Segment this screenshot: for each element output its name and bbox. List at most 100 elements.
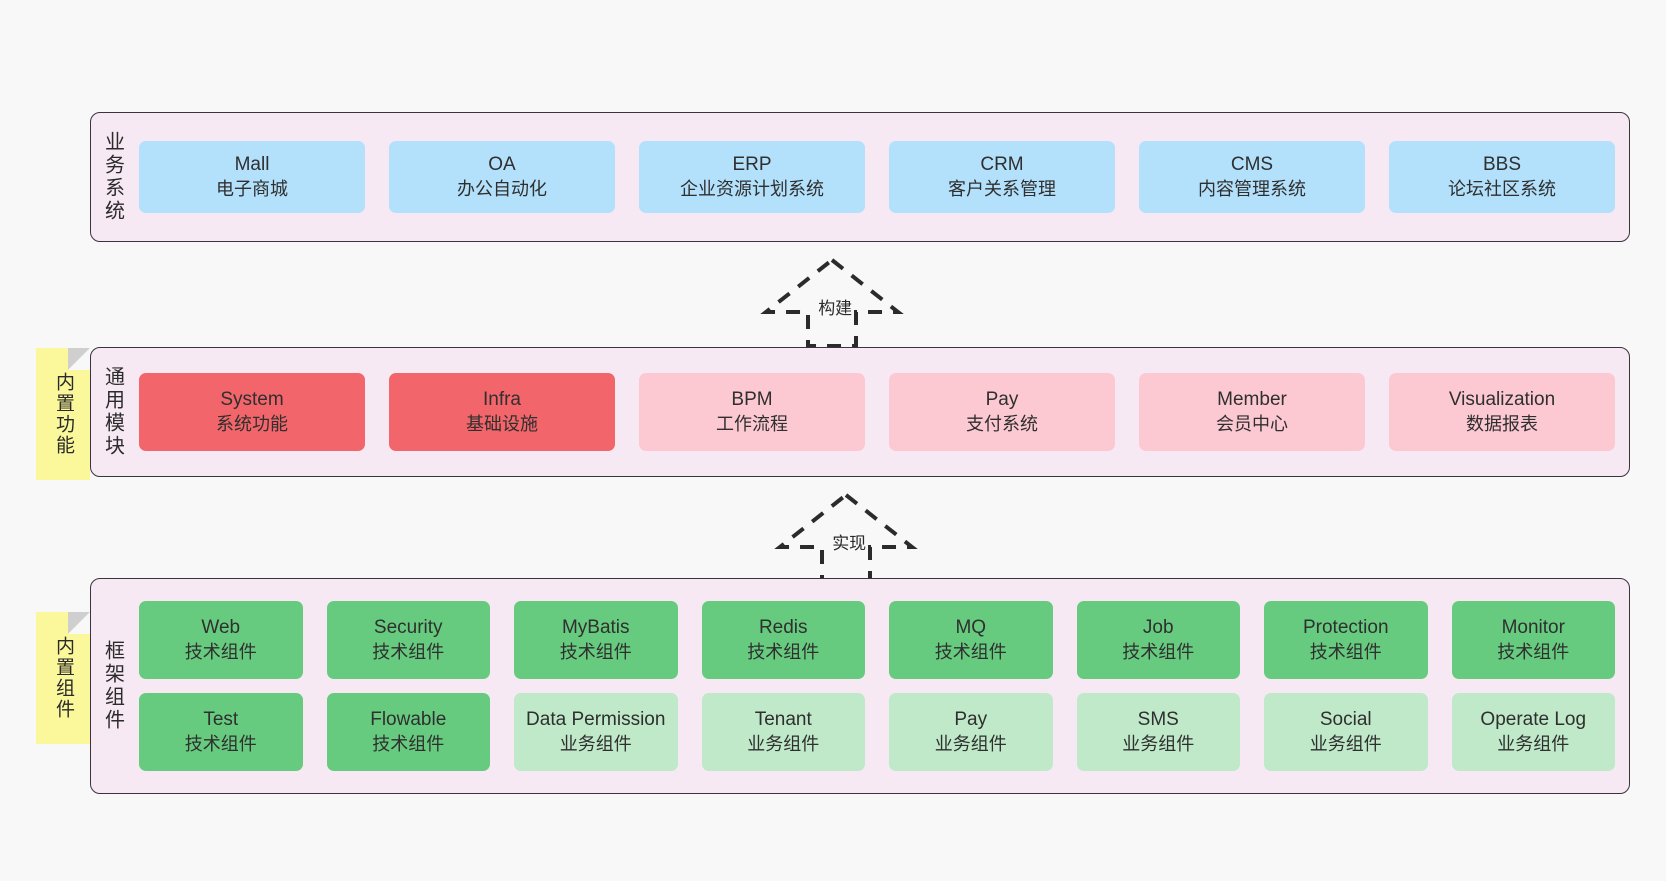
card-row: System 系统功能 Infra 基础设施 BPM 工作流程 Pay 支付系统…: [139, 373, 1615, 451]
card-mq[interactable]: MQ 技术组件: [889, 601, 1053, 679]
card-redis[interactable]: Redis 技术组件: [701, 601, 865, 679]
layer-business-systems: 业务系统 Mall 电子商城 OA 办公自动化 ERP 企业资源计划系统 CRM…: [90, 112, 1630, 242]
card-crm[interactable]: CRM 客户关系管理: [889, 141, 1115, 213]
card-subtitle: 技术组件: [372, 641, 445, 662]
card-web[interactable]: Web 技术组件: [139, 601, 303, 679]
dashed-hollow-arrow-up-icon: [760, 257, 904, 348]
sticky-note-label: 内置组件: [52, 636, 74, 720]
card-subtitle: 业务组件: [1497, 733, 1570, 754]
card-mybatis[interactable]: MyBatis 技术组件: [514, 601, 678, 679]
card-title: System: [220, 389, 284, 411]
card-title: Monitor: [1501, 617, 1565, 639]
card-test[interactable]: Test 技术组件: [139, 693, 303, 771]
card-bbs[interactable]: BBS 论坛社区系统: [1389, 141, 1615, 213]
card-data-permission[interactable]: Data Permission 业务组件: [514, 693, 678, 771]
card-title: Job: [1142, 617, 1174, 639]
card-subtitle: 技术组件: [1309, 641, 1382, 662]
card-subtitle: 论坛社区系统: [1448, 178, 1556, 199]
card-subtitle: 支付系统: [966, 413, 1038, 434]
layer-framework-components: 框架组件 Web 技术组件 Security 技术组件 MyBatis 技术组件…: [90, 578, 1630, 794]
card-erp[interactable]: ERP 企业资源计划系统: [639, 141, 865, 213]
card-title: Pay: [954, 709, 988, 731]
card-title: Member: [1217, 389, 1287, 411]
card-subtitle: 业务组件: [559, 733, 632, 754]
card-job[interactable]: Job 技术组件: [1076, 601, 1240, 679]
card-title: Mall: [234, 154, 270, 176]
card-mall[interactable]: Mall 电子商城: [139, 141, 365, 213]
layer-body-business-systems: Mall 电子商城 OA 办公自动化 ERP 企业资源计划系统 CRM 客户关系…: [133, 113, 1629, 241]
card-title: BPM: [731, 389, 773, 411]
layer-general-modules: 通用模块 System 系统功能 Infra 基础设施 BPM 工作流程 Pay…: [90, 347, 1630, 477]
card-pay[interactable]: Pay 支付系统: [889, 373, 1115, 451]
card-tenant[interactable]: Tenant 业务组件: [701, 693, 865, 771]
card-sms[interactable]: SMS 业务组件: [1076, 693, 1240, 771]
card-subtitle: 技术组件: [184, 641, 257, 662]
card-title: BBS: [1482, 154, 1522, 176]
card-subtitle: 工作流程: [716, 413, 788, 434]
card-subtitle: 电子商城: [216, 178, 288, 199]
card-subtitle: 办公自动化: [457, 178, 547, 199]
card-subtitle: 基础设施: [466, 413, 538, 434]
card-title: CRM: [980, 154, 1024, 176]
card-title: Security: [373, 617, 443, 639]
card-system[interactable]: System 系统功能: [139, 373, 365, 451]
card-bpm[interactable]: BPM 工作流程: [639, 373, 865, 451]
card-title: Tenant: [754, 709, 812, 731]
arrow-build: 构建: [752, 256, 912, 348]
card-subtitle: 技术组件: [559, 641, 632, 662]
card-title: Redis: [758, 617, 808, 639]
card-row: Test 技术组件 Flowable 技术组件 Data Permission …: [139, 693, 1615, 771]
card-title: Pay: [985, 389, 1019, 411]
card-title: Social: [1319, 709, 1372, 731]
card-operate-log[interactable]: Operate Log 业务组件: [1451, 693, 1615, 771]
card-title: Visualization: [1448, 389, 1556, 411]
card-title: Infra: [482, 389, 522, 411]
card-monitor[interactable]: Monitor 技术组件: [1451, 601, 1615, 679]
card-subtitle: 技术组件: [184, 733, 257, 754]
card-title: MQ: [955, 617, 987, 639]
layer-title-framework-components: 框架组件: [101, 640, 124, 732]
card-subtitle: 企业资源计划系统: [680, 178, 824, 199]
card-member[interactable]: Member 会员中心: [1139, 373, 1365, 451]
sticky-note-builtin-components: 内置组件: [36, 612, 90, 744]
layer-body-general-modules: System 系统功能 Infra 基础设施 BPM 工作流程 Pay 支付系统…: [133, 348, 1629, 476]
arrow-label-build: 构建: [818, 299, 853, 318]
sticky-note-builtin-features: 内置功能: [36, 348, 90, 480]
card-cms[interactable]: CMS 内容管理系统: [1139, 141, 1365, 213]
card-subtitle: 技术组件: [1497, 641, 1570, 662]
card-title: SMS: [1137, 709, 1179, 731]
card-subtitle: 业务组件: [747, 733, 820, 754]
card-title: OA: [488, 154, 516, 176]
card-protection[interactable]: Protection 技术组件: [1264, 601, 1428, 679]
card-subtitle: 业务组件: [934, 733, 1007, 754]
card-social[interactable]: Social 业务组件: [1264, 693, 1428, 771]
card-row: Web 技术组件 Security 技术组件 MyBatis 技术组件 Redi…: [139, 601, 1615, 679]
card-title: MyBatis: [561, 617, 630, 639]
page-fold-icon: [68, 348, 90, 370]
layer-title-general-modules: 通用模块: [101, 366, 124, 458]
card-oa[interactable]: OA 办公自动化: [389, 141, 615, 213]
card-title: Data Permission: [526, 709, 666, 731]
card-visualization[interactable]: Visualization 数据报表: [1389, 373, 1615, 451]
card-title: Protection: [1302, 617, 1389, 639]
card-subtitle: 内容管理系统: [1198, 178, 1306, 199]
layer-body-framework-components: Web 技术组件 Security 技术组件 MyBatis 技术组件 Redi…: [133, 579, 1629, 793]
card-title: Web: [201, 617, 241, 639]
card-subtitle: 系统功能: [216, 413, 288, 434]
card-subtitle: 业务组件: [1309, 733, 1382, 754]
card-row: Mall 电子商城 OA 办公自动化 ERP 企业资源计划系统 CRM 客户关系…: [139, 141, 1615, 213]
card-infra[interactable]: Infra 基础设施: [389, 373, 615, 451]
card-subtitle: 数据报表: [1466, 413, 1538, 434]
card-title: CMS: [1230, 154, 1274, 176]
card-subtitle: 技术组件: [372, 733, 445, 754]
card-title: Flowable: [370, 709, 447, 731]
card-security[interactable]: Security 技术组件: [326, 601, 490, 679]
card-flowable[interactable]: Flowable 技术组件: [326, 693, 490, 771]
arrow-label-implement: 实现: [832, 534, 867, 553]
page-fold-icon: [68, 612, 90, 634]
card-title: ERP: [732, 154, 772, 176]
sticky-note-label: 内置功能: [52, 372, 74, 456]
card-subtitle: 客户关系管理: [948, 178, 1056, 199]
card-title: Test: [203, 709, 239, 731]
card-pay-component[interactable]: Pay 业务组件: [889, 693, 1053, 771]
